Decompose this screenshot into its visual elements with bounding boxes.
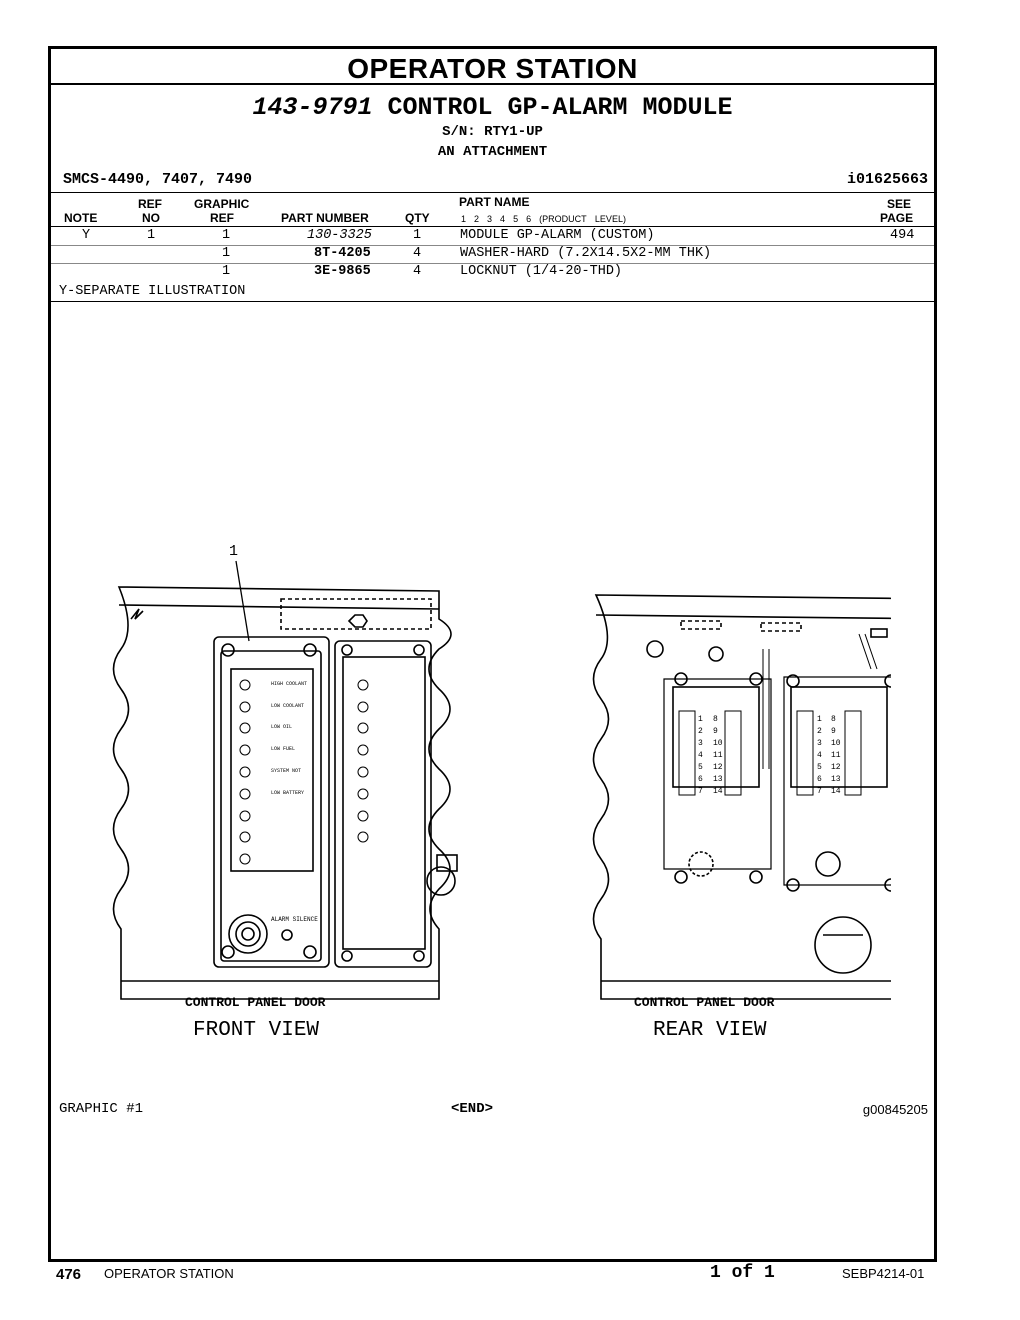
table-row: Y 1 1 130-3325 1 MODULE GP-ALARM (CUSTOM… [51, 227, 934, 246]
svg-text:8: 8 [831, 715, 836, 724]
table-row: 1 3E-9865 4 LOCKNUT (1/4-20-THD) [51, 263, 934, 281]
footnote-divider [51, 301, 934, 302]
serial-number: S/N: RTY1-UP [442, 124, 543, 140]
front-caption-label: CONTROL PANEL DOOR [185, 995, 326, 1010]
svg-text:HIGH COOLANT: HIGH COOLANT [271, 681, 307, 687]
illustration: 1 HIGH COOLANT LOW COOLANT LO [112, 543, 891, 1000]
svg-text:6: 6 [698, 775, 703, 784]
page-number: 476 [56, 1266, 82, 1283]
svg-text:LOW FUEL: LOW FUEL [271, 746, 295, 752]
svg-text:8: 8 [713, 715, 718, 724]
graphic-id: g00845205 [862, 1102, 928, 1117]
svg-text:9: 9 [713, 727, 718, 736]
svg-text:14: 14 [713, 787, 723, 796]
row-part-number: 8T-4205 [314, 246, 371, 261]
col-see-top: SEE [887, 197, 912, 211]
alarm-silence-label: ALARM SILENCE [271, 916, 318, 923]
svg-text:LOW COOLANT: LOW COOLANT [271, 703, 304, 709]
svg-text:10: 10 [831, 739, 841, 748]
row-qty: 4 [413, 264, 422, 279]
footnote: Y-SEPARATE ILLUSTRATION [59, 284, 246, 299]
svg-text:11: 11 [831, 751, 841, 760]
row-qty: 1 [413, 228, 422, 243]
row-see-page: 494 [890, 228, 915, 243]
svg-text:3: 3 [817, 739, 822, 748]
svg-text:12: 12 [831, 763, 841, 772]
svg-text:12: 12 [713, 763, 723, 772]
title-part-number: 143-9791 [252, 93, 373, 122]
col-note: NOTE [64, 211, 98, 225]
svg-text:2: 2 [817, 727, 822, 736]
svg-text:LOW BATTERY: LOW BATTERY [271, 790, 304, 796]
row-part-name: MODULE GP-ALARM (CUSTOM) [460, 228, 655, 243]
header-divider [51, 192, 934, 193]
col-graphic-bottom: REF [210, 211, 234, 225]
row-ref: 1 [147, 228, 156, 243]
svg-text:2: 2 [698, 727, 703, 736]
svg-text:5: 5 [698, 763, 703, 772]
attachment-label: AN ATTACHMENT [437, 144, 548, 160]
table-row: 1 8T-4205 4 WASHER-HARD (7.2X14.5X2-MM T… [51, 245, 934, 264]
svg-text:4: 4 [817, 751, 822, 760]
front-view-caption: FRONT VIEW [193, 1019, 320, 1042]
svg-text:1: 1 [817, 715, 822, 724]
section-title: OPERATOR STATION [51, 49, 934, 85]
row-part-number: 3E-9865 [314, 264, 371, 279]
row-graphic: 1 [222, 228, 231, 243]
svg-text:9: 9 [831, 727, 836, 736]
svg-text:7: 7 [817, 787, 822, 796]
document-number: SEBP4214-01 [842, 1266, 925, 1281]
row-part-number-link[interactable]: 130-3325 [307, 228, 372, 243]
product-level-label: (PRODUCT LEVEL) [539, 214, 626, 224]
svg-text:7: 7 [698, 787, 703, 796]
row-part-name: LOCKNUT (1/4-20-THD) [460, 264, 623, 279]
row-graphic: 1 [222, 246, 231, 261]
col-qty: QTY [405, 211, 430, 225]
col-ref-top: REF [138, 197, 162, 211]
smcs-codes: SMCS-4490, 7407, 7490 [63, 171, 253, 188]
svg-text:LOW OIL: LOW OIL [271, 724, 292, 730]
svg-text:6: 6 [817, 775, 822, 784]
document-id: i01625663 [846, 171, 928, 188]
rear-view-caption: REAR VIEW [653, 1019, 767, 1042]
row-qty: 4 [413, 246, 422, 261]
svg-text:1: 1 [698, 715, 703, 724]
svg-text:13: 13 [831, 775, 841, 784]
col-part-name: PART NAME [459, 195, 530, 209]
callout-number: 1 [229, 543, 238, 560]
col-part-number: PART NUMBER [281, 211, 369, 225]
end-mark: <END> [451, 1101, 494, 1117]
table-header-divider [51, 226, 934, 227]
document-title: 143-9791 CONTROL GP-ALARM MODULE [51, 93, 934, 122]
row-graphic: 1 [222, 264, 231, 279]
col-graphic-top: GRAPHIC [194, 197, 250, 211]
page-frame: OPERATOR STATION 143-9791 CONTROL GP-ALA… [48, 46, 937, 1262]
svg-text:13: 13 [713, 775, 723, 784]
svg-text:4: 4 [698, 751, 703, 760]
page-count: 1 of 1 [710, 1263, 775, 1283]
svg-text:3: 3 [698, 739, 703, 748]
col-see-bottom: PAGE [880, 211, 914, 225]
svg-text:5: 5 [817, 763, 822, 772]
graphic-label: GRAPHIC #1 [59, 1101, 144, 1117]
row-part-name: WASHER-HARD (7.2X14.5X2-MM THK) [460, 246, 712, 261]
rear-caption-label: CONTROL PANEL DOOR [634, 995, 775, 1010]
row-note: Y [82, 228, 91, 243]
svg-text:14: 14 [831, 787, 841, 796]
col-ref-bottom: NO [142, 211, 160, 225]
svg-text:11: 11 [713, 751, 723, 760]
footer-section: OPERATOR STATION [104, 1266, 234, 1281]
title-name: CONTROL GP-ALARM MODULE [387, 93, 733, 122]
svg-text:SYSTEM NOT: SYSTEM NOT [271, 768, 301, 774]
svg-text:10: 10 [713, 739, 723, 748]
